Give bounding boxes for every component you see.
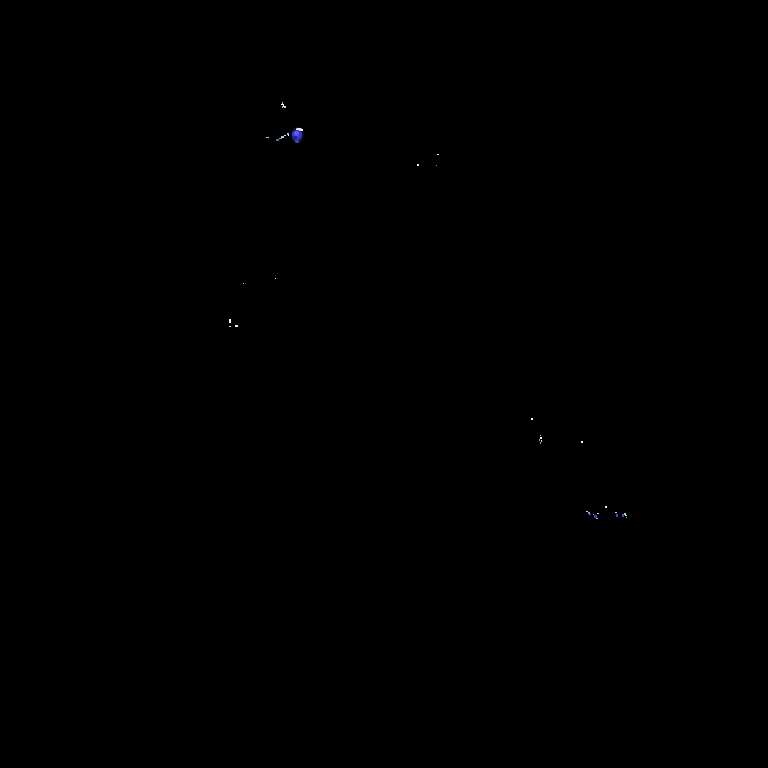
streak-top-2 xyxy=(281,104,283,105)
star-dot-3 xyxy=(436,165,437,166)
brc-galaxy1-halo-top xyxy=(597,513,599,514)
galaxy-main-core xyxy=(292,130,302,140)
streak-top-3 xyxy=(283,104,284,107)
brc-galaxy1-core xyxy=(594,515,597,518)
brc-galaxy1-halo-bottom xyxy=(596,518,598,519)
cluster-dash xyxy=(235,325,238,327)
galaxy-main-tail xyxy=(295,140,299,143)
comet-dash xyxy=(266,137,269,138)
brc-streak-2 xyxy=(588,512,590,514)
brc-galaxy2-halo xyxy=(615,512,617,513)
comet-tip-white xyxy=(288,135,289,136)
streak-top-4 xyxy=(282,106,283,108)
blue-star-left xyxy=(539,439,540,441)
star-dot-2 xyxy=(437,154,439,155)
star-dot-5 xyxy=(275,278,276,279)
comet-tail-2 xyxy=(279,138,282,139)
blue-star-core xyxy=(540,437,542,439)
brc-galaxy3-fade xyxy=(626,517,627,518)
cluster-bar xyxy=(229,319,231,323)
galaxy-main-rim xyxy=(296,128,302,131)
brc-galaxy3-halo xyxy=(625,515,627,516)
comet-tail-4 xyxy=(284,135,286,136)
comet-tip-cyan xyxy=(287,133,289,135)
galaxy-main-halo xyxy=(291,127,304,143)
comet-tail-3 xyxy=(281,136,284,138)
blue-star-top xyxy=(540,435,541,436)
star-dot-4 xyxy=(243,283,244,284)
brc-galaxy3-cyan xyxy=(624,513,626,515)
galaxy-main-white-pixel xyxy=(301,129,303,131)
brc-dot xyxy=(605,506,607,508)
star-dot-6 xyxy=(531,418,533,420)
streak-top-1 xyxy=(282,102,283,104)
cluster-dot xyxy=(229,326,231,327)
brc-galaxy3-core xyxy=(622,514,624,517)
streak-top-5 xyxy=(284,106,286,108)
comet-tail-1 xyxy=(276,139,279,141)
star-dot-7 xyxy=(581,441,583,443)
star-dot-1 xyxy=(417,164,419,166)
galaxy-main-bright xyxy=(294,131,299,136)
blue-star-mid xyxy=(541,440,542,442)
blue-star-bottom xyxy=(540,442,541,444)
brc-streak-3 xyxy=(589,514,591,515)
galaxy-main-dark xyxy=(293,136,297,141)
brc-streak-1 xyxy=(586,511,588,512)
brc-galaxy1-halo-left xyxy=(593,514,594,515)
brc-galaxy2-core xyxy=(616,514,618,517)
